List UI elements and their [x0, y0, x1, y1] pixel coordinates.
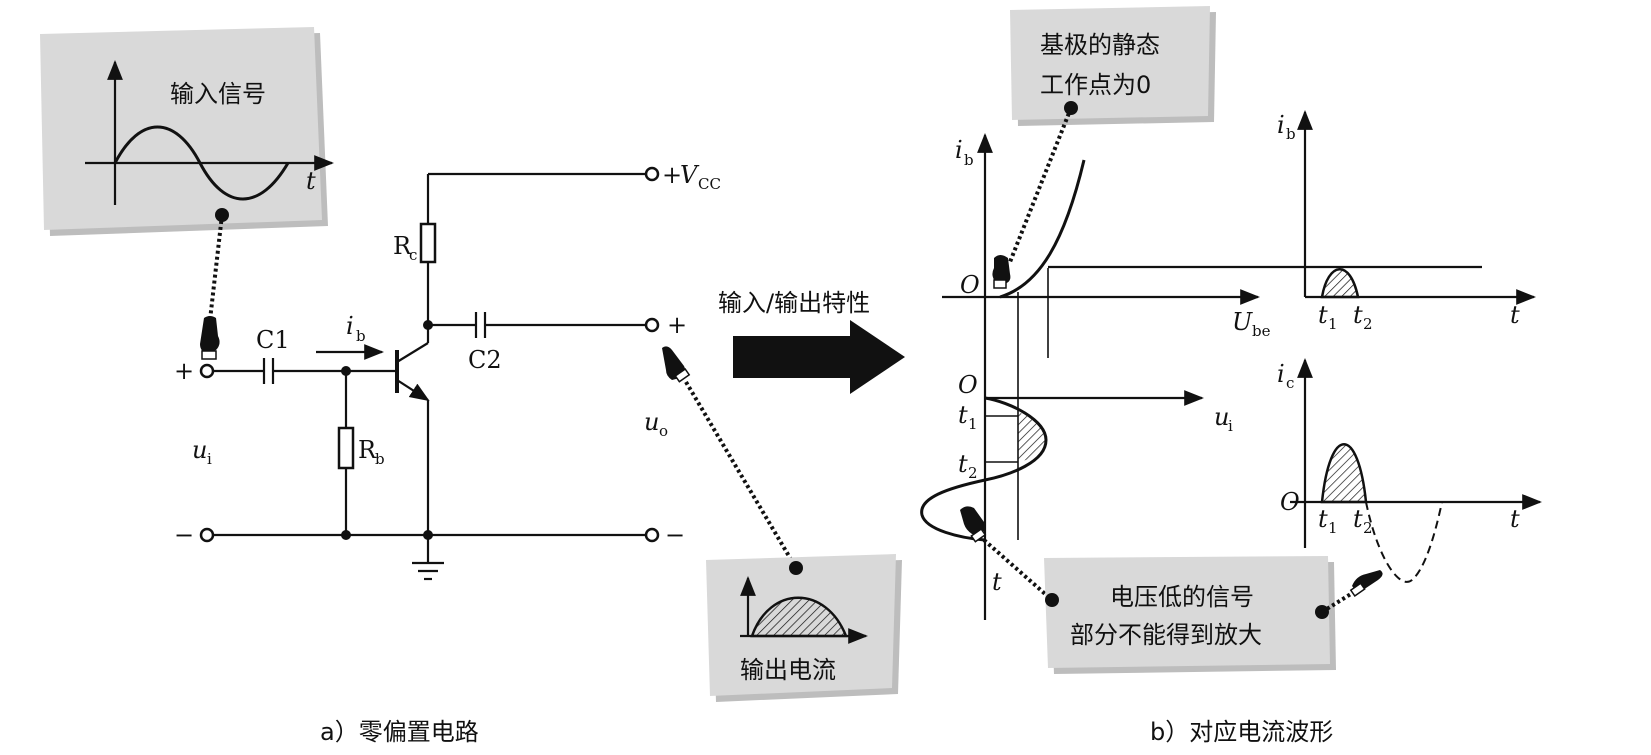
quiescent-callout-line2: 工作点为0 [1040, 71, 1151, 99]
output-current-title: 输出电流 [740, 656, 836, 684]
pointing-hand-icon [200, 316, 220, 360]
pointing-hand-icon [992, 255, 1011, 289]
ic-t2-sub-label: 2 [1363, 519, 1373, 537]
ib-axis-label: i [955, 136, 963, 164]
low-signal-callout-line1: 电压低的信号 [1110, 583, 1254, 611]
cutoff-leader-dots [1320, 590, 1356, 614]
rc-resistor [419, 222, 437, 264]
ib-pulse [1320, 268, 1360, 299]
ib-t2-label: t [1353, 301, 1363, 329]
rb-resistor [337, 426, 355, 470]
input-leader-dots [208, 214, 224, 321]
ib-sub-label: b [356, 327, 366, 345]
ib-t1-sub-label: 1 [1328, 315, 1338, 333]
ground-icon [412, 535, 444, 581]
uo-label: u [644, 408, 659, 436]
rb-sub-label: b [375, 450, 385, 468]
input-voltage-wave [920, 396, 1048, 542]
quiescent-point-callout: 基极的静态 工作点为0 [1010, 6, 1216, 126]
vcc-label: V [680, 161, 700, 189]
output-terminal-plus [644, 317, 660, 333]
input-plus-label: + [174, 357, 194, 385]
ic-wave-axis-sub-label: c [1286, 374, 1294, 392]
ib-wave-axis-label: i [1277, 111, 1285, 139]
ic-pulse [1320, 443, 1368, 504]
ui-label: u [192, 436, 207, 464]
c1-label: C1 [256, 326, 290, 354]
ib-wave-axis-sub-label: b [1286, 125, 1296, 143]
ube-axis-label: U [1232, 308, 1253, 336]
ib-t2-sub-label: 2 [1363, 315, 1373, 333]
caption-right: b）对应电流波形 [1150, 718, 1333, 746]
t1-sub-label: 1 [968, 415, 978, 433]
vcc-plus-label: + [662, 161, 682, 189]
ib-t1-label: t [1318, 301, 1328, 329]
output-current-hump [750, 596, 848, 638]
low-signal-callout-line2: 部分不能得到放大 [1070, 621, 1262, 649]
ib-label: i [346, 312, 354, 340]
input-signal-callout: 输入信号 t [40, 27, 334, 236]
output-terminal-minus [644, 527, 660, 543]
ui-axis-label: u [1214, 403, 1229, 431]
output-leader-dots [684, 380, 798, 570]
pointing-hand-icon [960, 506, 987, 543]
low-signal-callout: 电压低的信号 部分不能得到放大 [1044, 556, 1336, 674]
c2-label: C2 [468, 346, 502, 374]
input-characteristic-plot: i b U be O [942, 133, 1482, 620]
t2-label: t [958, 450, 968, 478]
vcc-sub-label: CC [698, 175, 721, 193]
input-minus-label: − [174, 521, 194, 549]
output-current-callout: 输出电流 [706, 554, 902, 702]
caption-left: a）零偏置电路 [320, 718, 479, 746]
pointing-hand-icon [662, 346, 691, 383]
pointing-hand-icon [1349, 570, 1383, 597]
zero-bias-circuit: C1 C2 R c R b i b + V CC u i u o + − + − [174, 161, 721, 581]
uo-sub-label: o [659, 422, 668, 440]
rc-sub-label: c [409, 246, 417, 264]
rb-label: R [358, 436, 377, 464]
ic-waveform-plot: i c O t t 1 t 2 [1277, 358, 1542, 583]
ic-wave-t-label: t [1510, 505, 1520, 533]
io-characteristic-label: 输入/输出特性 [718, 289, 870, 317]
input-voltage-plot: O t 1 t 2 u i t [920, 371, 1233, 596]
input-terminal-plus [199, 363, 215, 379]
t2-sub-label: 2 [968, 464, 978, 482]
ic-cutoff-dashed [1365, 501, 1443, 583]
ic-wave-axis-label: i [1277, 360, 1285, 388]
quiescent-callout-line1: 基极的静态 [1040, 31, 1160, 59]
input-hatched-region [1018, 412, 1046, 462]
ui-sub-label: i [207, 450, 212, 468]
origin3-label: O [1280, 488, 1300, 516]
t-axis-label: t [992, 568, 1002, 596]
t1-label: t [958, 401, 968, 429]
big-right-arrow-icon [733, 320, 905, 394]
ib-waveform-plot: i b t t 1 t 2 [1277, 110, 1536, 333]
ic-t1-sub-label: 1 [1328, 519, 1338, 537]
ib-axis-sub-label: b [964, 151, 974, 169]
output-plus-label: + [667, 311, 687, 339]
input-signal-title: 输入信号 [170, 80, 266, 108]
input-characteristic-curve [999, 159, 1086, 299]
quiescent-leader-dots [1008, 107, 1073, 263]
origin2-label: O [958, 371, 978, 399]
input-terminal-minus [199, 527, 215, 543]
rc-label: R [393, 232, 412, 260]
ib-wave-t-label: t [1510, 301, 1520, 329]
ic-t1-label: t [1318, 505, 1328, 533]
ube-axis-sub-label: be [1252, 322, 1271, 340]
ic-t2-label: t [1353, 505, 1363, 533]
input-axis-t-label: t [306, 167, 316, 195]
origin-label: O [960, 271, 980, 299]
sine-wave [113, 125, 290, 201]
vcc-terminal [644, 166, 660, 182]
ui-axis-sub-label: i [1228, 417, 1233, 435]
output-minus-label: − [665, 521, 685, 549]
